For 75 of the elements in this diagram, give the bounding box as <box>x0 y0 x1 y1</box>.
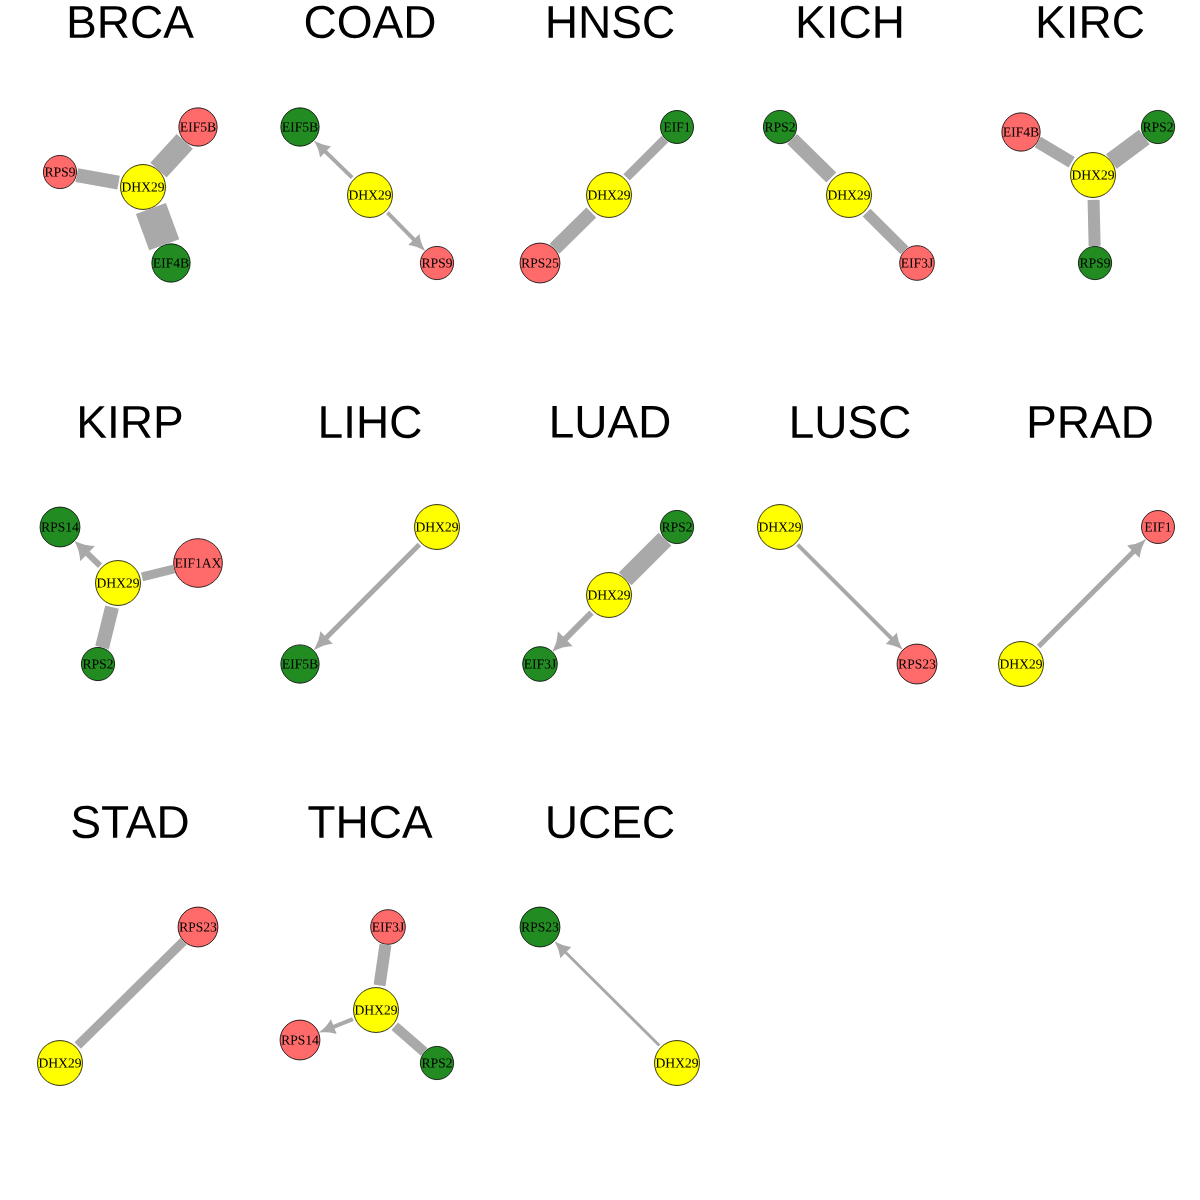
edge <box>95 605 119 650</box>
panel-title: PRAD <box>1029 406 1152 438</box>
gene-node: DHX29 <box>654 1040 700 1086</box>
panel-title: COAD <box>305 5 435 39</box>
gene-node: DHX29 <box>757 504 803 550</box>
gene-node: DHX29 <box>586 172 632 218</box>
edge <box>141 564 176 582</box>
panel-title: KIRC <box>1038 5 1144 39</box>
edge <box>316 142 354 180</box>
edge <box>386 211 424 249</box>
gene-node: DHX29 <box>95 560 141 606</box>
edge <box>76 542 103 568</box>
gene-node: RPS14 <box>279 1019 321 1061</box>
gene-node: DHX29 <box>1070 152 1116 198</box>
edge <box>787 133 837 183</box>
gene-node: RPS9 <box>420 246 454 280</box>
edge <box>391 1022 428 1056</box>
panel-title: HNSC <box>548 5 674 39</box>
edge <box>554 610 594 650</box>
gene-node: EIF3J <box>899 245 935 281</box>
gene-node: DHX29 <box>120 164 166 210</box>
edge <box>862 208 909 255</box>
gene-node: RPS23 <box>519 906 561 948</box>
edge <box>75 168 120 190</box>
gene-node: DHX29 <box>826 172 872 218</box>
gene-node: RPS14 <box>39 506 81 548</box>
gene-node: RPS2 <box>1141 110 1176 144</box>
edge <box>135 202 180 251</box>
gene-node: EIF4B <box>1001 112 1041 152</box>
gene-node: RPS25 <box>519 242 561 284</box>
edge <box>549 207 597 254</box>
gene-node: EIF3J <box>522 646 558 682</box>
gene-node: DHX29 <box>37 1040 83 1086</box>
edge <box>618 532 672 586</box>
edge <box>373 943 392 987</box>
gene-node: RPS23 <box>177 906 219 948</box>
panel-title: UCEC <box>548 805 674 839</box>
gene-node: EIF5B <box>178 107 218 147</box>
gene-node: RPS2 <box>420 1046 454 1080</box>
gene-node: EIF1 <box>1141 510 1175 544</box>
edge <box>150 133 193 178</box>
gene-node: RPS2 <box>660 510 694 544</box>
edge <box>74 938 187 1049</box>
panel-title: LIHC <box>321 405 421 439</box>
edge <box>556 943 661 1047</box>
gene-node: RPS23 <box>896 643 938 685</box>
edge <box>1087 199 1101 247</box>
panel-title: LUAD <box>552 405 670 439</box>
gene-node: RPS9 <box>1078 246 1113 280</box>
gene-node: EIF4B <box>151 243 191 283</box>
edge <box>316 542 422 648</box>
gene-node: DHX29 <box>347 172 393 218</box>
gene-node: DHX29 <box>353 987 399 1033</box>
gene-node: RPS2 <box>81 647 116 682</box>
edge <box>623 135 669 181</box>
gene-node: EIF5B <box>280 107 320 147</box>
gene-node: EIF3J <box>370 909 406 945</box>
gene-node: RPS2 <box>763 110 797 144</box>
gene-node: DHX29 <box>586 572 632 618</box>
gene-node: RPS9 <box>43 155 77 189</box>
edge <box>796 543 901 648</box>
panel-title: KICH <box>798 5 902 39</box>
panel-title: THCA <box>308 805 433 839</box>
panel-title: KIRP <box>80 406 182 438</box>
edge <box>1034 136 1075 168</box>
panel-title: BRCA <box>69 5 194 39</box>
gene-node: EIF1AX <box>173 538 223 588</box>
gene-node: DHX29 <box>414 504 460 550</box>
gene-node: DHX29 <box>998 641 1044 687</box>
gene-node: EIF5B <box>280 644 320 684</box>
edge <box>1036 541 1144 649</box>
edge <box>1106 129 1150 169</box>
gene-node: EIF1 <box>660 110 694 144</box>
panel-title: STAD <box>72 805 188 839</box>
panel-title: LUSC <box>792 405 910 439</box>
